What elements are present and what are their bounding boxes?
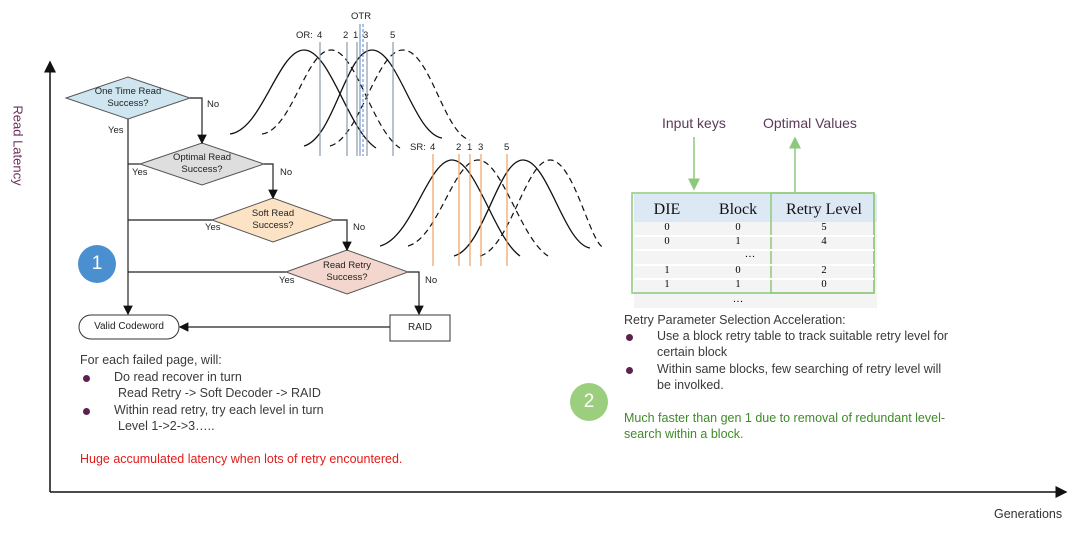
yes-label-3: Yes — [205, 222, 221, 233]
table-header-block: Block — [718, 201, 758, 218]
table-header-retry-level: Retry Level — [786, 201, 862, 218]
sr-level-5: 5 — [504, 142, 510, 153]
retry-table-frame — [631, 192, 877, 308]
gen2-conclusion-line2: search within a block. — [624, 427, 744, 441]
sr-level-2: 2 — [456, 142, 462, 153]
gen1-bullet-2-detail: Level 1->2->3….. — [118, 419, 215, 433]
gen1-bullet-1-dot — [83, 375, 90, 382]
decision-2-label: Optimal Read Success? — [172, 152, 232, 175]
gen1-bullet-1-detail: Read Retry -> Soft Decoder -> RAID — [118, 386, 321, 400]
no-label-4: No — [425, 275, 438, 286]
decision-1-label: One Time Read Success? — [94, 86, 162, 109]
or-level-5: 5 — [390, 30, 396, 41]
table-header-die: DIE — [653, 201, 681, 218]
badge-gen1-circle — [78, 245, 116, 283]
decision-4-label: Read Retry Success? — [322, 260, 372, 283]
gen1-bullet-1: Do read recover in turn — [114, 370, 242, 384]
or-level-1: 1 — [353, 30, 359, 41]
table-row-3-level: 2 — [821, 265, 827, 276]
curve-top-2 — [261, 49, 401, 149]
curve-bottom-4 — [479, 159, 605, 257]
table-row-0-level: 5 — [821, 222, 827, 233]
or-level-3: 3 — [363, 30, 369, 41]
gen2-bullet-2-dot — [626, 367, 633, 374]
gen2-conclusion-line1: Much faster than gen 1 due to removal of… — [624, 411, 946, 425]
valid-codeword-box — [78, 314, 180, 340]
raid-label: RAID — [408, 322, 432, 333]
sr-level-1: 1 — [467, 142, 473, 153]
table-row-0-block: 0 — [735, 222, 741, 233]
table-row-4-die: 1 — [664, 279, 670, 290]
flow-no-3 — [334, 219, 352, 252]
flow-no-1 — [190, 97, 207, 145]
flow-no-4 — [408, 271, 424, 316]
y-axis-label: Read Latency — [10, 105, 26, 186]
table-row-1-die: 0 — [664, 236, 670, 247]
curve-top-4 — [329, 49, 471, 147]
or-level-2: 2 — [343, 30, 349, 41]
sr-level-4: 4 — [430, 142, 436, 153]
sr-level-3: 3 — [478, 142, 484, 153]
gen2-bullet-2-line1: Within same blocks, few searching of ret… — [657, 362, 942, 376]
otr-label: OTR — [351, 11, 372, 22]
or-prefix: OR: — [296, 30, 313, 41]
table-row-2-block: … — [744, 249, 756, 260]
table-row-0-die: 0 — [664, 222, 670, 233]
table-row-1-level: 4 — [821, 236, 827, 247]
yes-label-1: Yes — [108, 125, 124, 136]
flow-no-2 — [264, 163, 278, 200]
curve-bottom-2 — [407, 159, 549, 257]
optimal-values-label: Optimal Values — [763, 115, 857, 131]
gen2-bullet-1-line2: certain block — [657, 345, 728, 359]
gen1-intro: For each failed page, will: — [80, 353, 222, 367]
sr-prefix: SR: — [410, 142, 426, 153]
no-label-3: No — [353, 222, 366, 233]
x-axis-label: Generations — [994, 507, 1063, 521]
gen2-bullet-1-line1: Use a block retry table to track suitabl… — [657, 329, 949, 343]
table-trailing-ellipsis: … — [732, 294, 744, 305]
distribution-bottom — [379, 154, 605, 266]
table-row-4-level: 0 — [821, 279, 827, 290]
gen1-conclusion: Huge accumulated latency when lots of re… — [80, 452, 403, 466]
gen2-bullet-1-dot — [626, 334, 633, 341]
yes-label-2: Yes — [132, 167, 148, 178]
gen2-title: Retry Parameter Selection Acceleration: — [624, 313, 846, 327]
no-label-2: No — [280, 167, 293, 178]
badge-gen1: 1 — [91, 253, 103, 274]
input-keys-label: Input keys — [662, 115, 726, 131]
no-label-1: No — [207, 99, 220, 110]
table-row-4-block: 1 — [735, 279, 741, 290]
table-row-3-block: 0 — [735, 265, 741, 276]
badge-gen2-circle — [570, 383, 608, 421]
yes-label-4: Yes — [279, 275, 295, 286]
raid-box — [389, 314, 451, 342]
distribution-top — [229, 24, 471, 156]
gen1-bullet-2-dot — [83, 408, 90, 415]
curve-top-1 — [229, 49, 377, 149]
curve-top-3 — [303, 49, 443, 147]
valid-codeword-label: Valid Codeword — [94, 321, 164, 332]
curve-bottom-3 — [453, 159, 591, 257]
badge-gen2: 2 — [583, 391, 595, 412]
gen1-bullet-2: Within read retry, try each level in tur… — [114, 403, 324, 417]
or-level-4: 4 — [317, 30, 323, 41]
curve-bottom-1 — [379, 159, 521, 257]
table-row-3-die: 1 — [664, 265, 670, 276]
table-row-1-block: 1 — [735, 236, 741, 247]
decision-3-label: Soft Read Success? — [251, 208, 295, 231]
gen2-bullet-2-line2: be involked. — [657, 378, 724, 392]
